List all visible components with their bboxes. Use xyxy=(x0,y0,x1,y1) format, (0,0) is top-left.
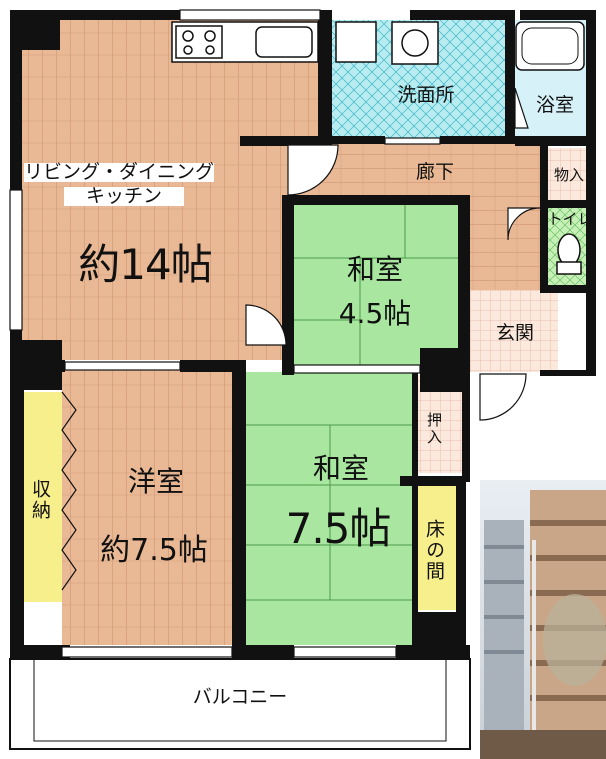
washitsu-large-size: 7.5帖 xyxy=(285,504,392,553)
toilet-label: トイレ xyxy=(547,210,593,228)
youshitsu-floor xyxy=(62,370,237,645)
washitsu-small-size: 4.5帖 xyxy=(338,297,412,330)
washing-machine-icon xyxy=(391,21,439,65)
washing-drum-icon xyxy=(401,29,429,57)
toilet-tank-icon xyxy=(556,261,582,275)
closet-floor xyxy=(24,392,62,602)
tokonoma-label: 床の間 xyxy=(423,518,445,582)
balcony-label: バルコニー xyxy=(192,686,288,708)
bath-label: 浴室 xyxy=(535,94,574,116)
washitsu-small-floor xyxy=(292,200,462,365)
stove-icon xyxy=(175,25,223,59)
kitchen-sink-icon xyxy=(255,26,313,58)
youshitsu-label: 洋室 xyxy=(127,465,184,498)
storage-floor xyxy=(545,148,592,204)
tatami-lines-small xyxy=(292,200,462,365)
entrance-label: 玄関 xyxy=(495,322,534,344)
door-swings xyxy=(245,87,541,421)
wash-basin-icon xyxy=(335,21,377,63)
washitsu-small-label: 和室 xyxy=(346,253,403,286)
storage-label: 物入 xyxy=(553,166,584,184)
windows xyxy=(9,9,441,658)
bathtub-icon xyxy=(515,21,585,71)
ldk-label-line1: リビング・ダイニング xyxy=(24,161,215,183)
tokonoma-floor xyxy=(414,485,456,610)
bathtub-inner-icon xyxy=(521,27,579,65)
balcony-inner xyxy=(33,658,447,742)
washroom-label: 洗面所 xyxy=(397,84,455,106)
tatami-lines-large xyxy=(246,424,412,601)
burner-icons xyxy=(182,30,216,55)
washitsu-large-label: 和室 xyxy=(312,452,369,485)
corridor-floor-2 xyxy=(460,195,545,290)
walls xyxy=(10,10,596,660)
entrance-floor xyxy=(468,290,558,372)
ldk-size: 約14帖 xyxy=(78,240,212,289)
youshitsu-size: 約7.5帖 xyxy=(100,533,208,568)
corridor-label: 廊下 xyxy=(415,161,454,183)
building-photo xyxy=(480,480,606,759)
closet-label: 収納 xyxy=(29,479,51,521)
closet-door-icon xyxy=(61,391,77,591)
ldk-label-line2: キッチン xyxy=(64,187,184,206)
oshiire-label: 押入 xyxy=(425,412,443,446)
toilet-icon xyxy=(557,233,581,267)
